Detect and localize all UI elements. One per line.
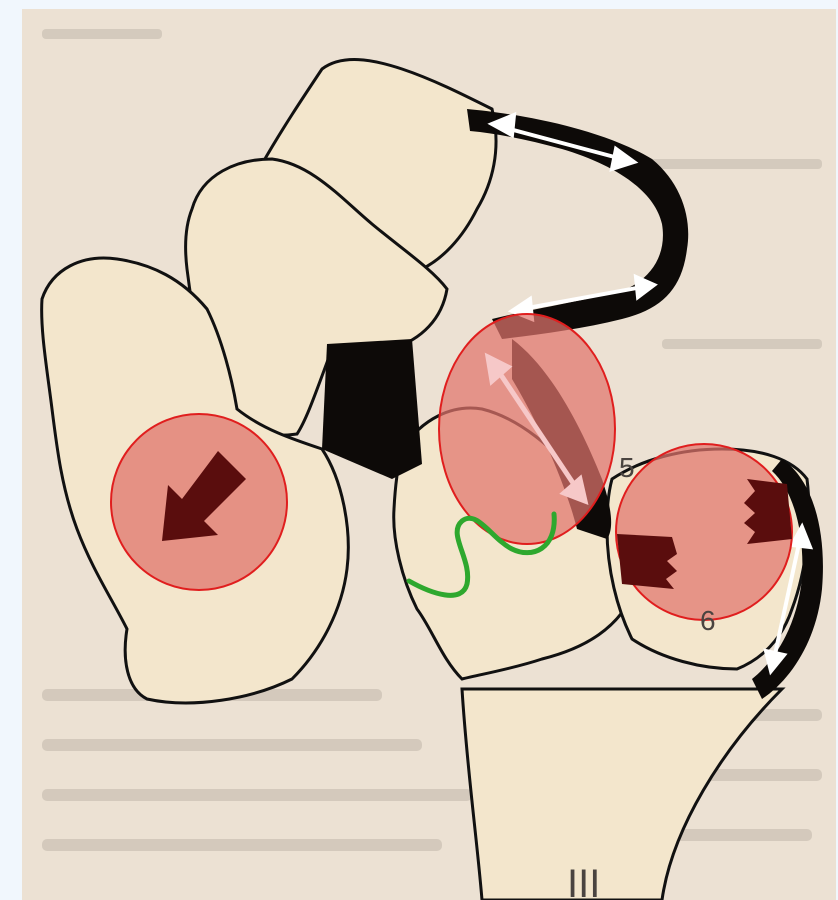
- label-5: 5: [619, 452, 635, 483]
- label-III: III: [567, 862, 600, 900]
- label-6: 6: [700, 605, 716, 636]
- carpal-bones-diagram: 5 6 III: [22, 9, 836, 900]
- highlight-circle-center: [439, 314, 615, 544]
- diagram-photo: 5 6 III: [22, 9, 836, 900]
